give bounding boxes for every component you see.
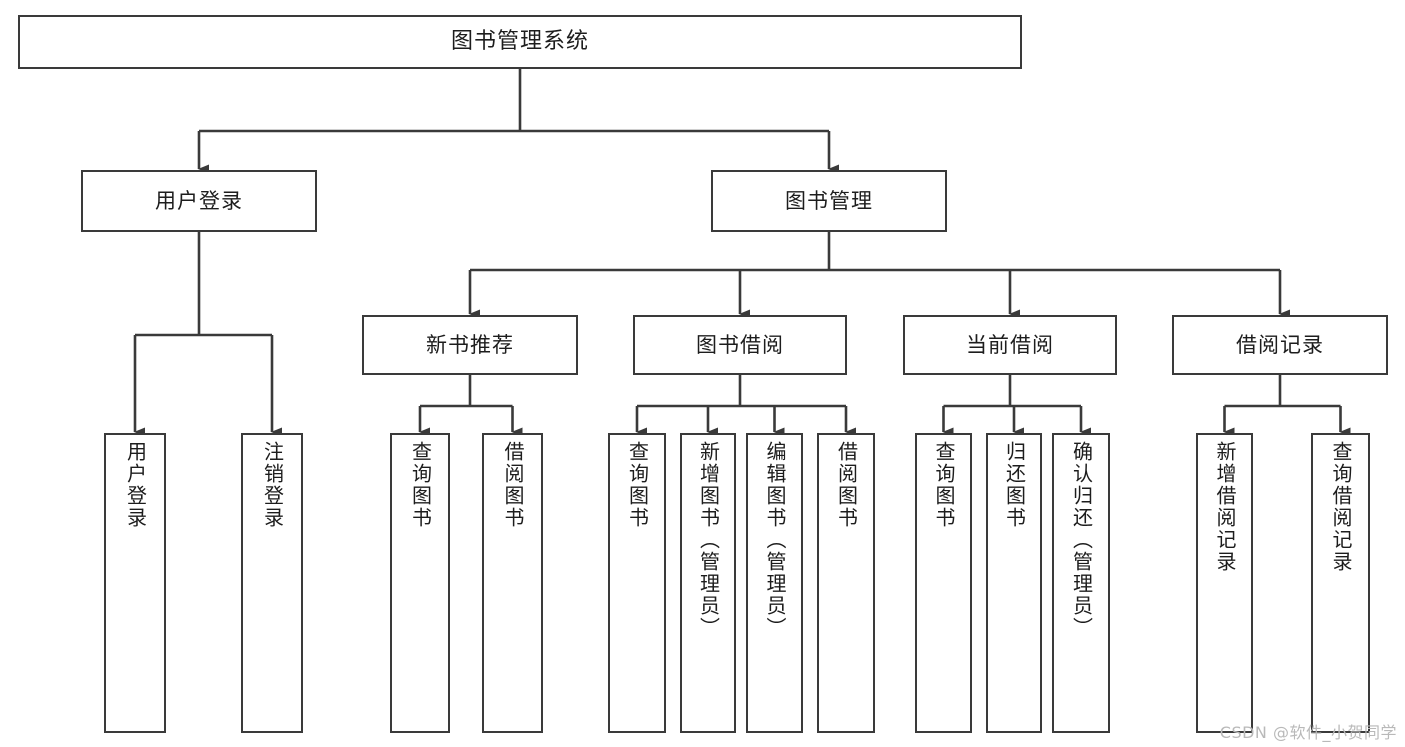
node-label: 查询图书: [932, 441, 956, 529]
node-leaf-user-logout[interactable]: 注销登录: [241, 433, 303, 733]
node-borrow-record[interactable]: 借阅记录: [1172, 315, 1388, 375]
node-leaf-cur-query[interactable]: 查询图书: [915, 433, 972, 733]
node-leaf-rec-borrow[interactable]: 借阅图书: [482, 433, 543, 733]
node-new-book-rec[interactable]: 新书推荐: [362, 315, 578, 375]
node-leaf-cur-confirm[interactable]: 确认归还（管理员）: [1052, 433, 1110, 733]
node-label: 新增图书（管理员）: [696, 441, 721, 639]
node-label: 借阅记录: [1236, 332, 1324, 357]
node-label: 用户登录: [123, 441, 148, 529]
node-label: 新增借阅记录: [1213, 441, 1237, 573]
node-label: 查询图书: [625, 441, 650, 529]
node-label: 归还图书: [1002, 441, 1027, 529]
node-label: 图书管理: [785, 188, 873, 213]
node-user-login[interactable]: 用户登录: [81, 170, 317, 232]
node-leaf-rec-add[interactable]: 新增借阅记录: [1196, 433, 1253, 733]
node-label: 注销登录: [260, 441, 285, 529]
node-label: 图书借阅: [696, 332, 784, 357]
node-leaf-user-login[interactable]: 用户登录: [104, 433, 166, 733]
node-label: 确认归还（管理员）: [1069, 441, 1094, 639]
node-leaf-rec-search[interactable]: 查询借阅记录: [1311, 433, 1370, 733]
node-label: 查询借阅记录: [1329, 441, 1353, 573]
node-label: 新书推荐: [426, 332, 514, 357]
node-label: 图书管理系统: [450, 29, 589, 55]
node-leaf-rec-query[interactable]: 查询图书: [390, 433, 450, 733]
node-leaf-borrow-query[interactable]: 查询图书: [608, 433, 666, 733]
node-leaf-borrow-lend[interactable]: 借阅图书: [817, 433, 875, 733]
node-root[interactable]: 图书管理系统: [18, 15, 1022, 69]
node-label: 编辑图书（管理员）: [763, 441, 787, 639]
node-current-borrow[interactable]: 当前借阅: [903, 315, 1117, 375]
node-label: 借阅图书: [501, 441, 525, 529]
node-book-manage[interactable]: 图书管理: [711, 170, 947, 232]
node-leaf-borrow-add[interactable]: 新增图书（管理员）: [680, 433, 736, 733]
node-label: 查询图书: [408, 441, 433, 529]
node-label: 用户登录: [155, 188, 243, 213]
node-leaf-cur-return[interactable]: 归还图书: [986, 433, 1042, 733]
node-book-borrow[interactable]: 图书借阅: [633, 315, 847, 375]
node-label: 借阅图书: [834, 441, 859, 529]
node-leaf-borrow-edit[interactable]: 编辑图书（管理员）: [746, 433, 803, 733]
node-label: 当前借阅: [966, 332, 1054, 357]
watermark-credit: CSDN @软件_小贺同学: [1219, 723, 1397, 742]
